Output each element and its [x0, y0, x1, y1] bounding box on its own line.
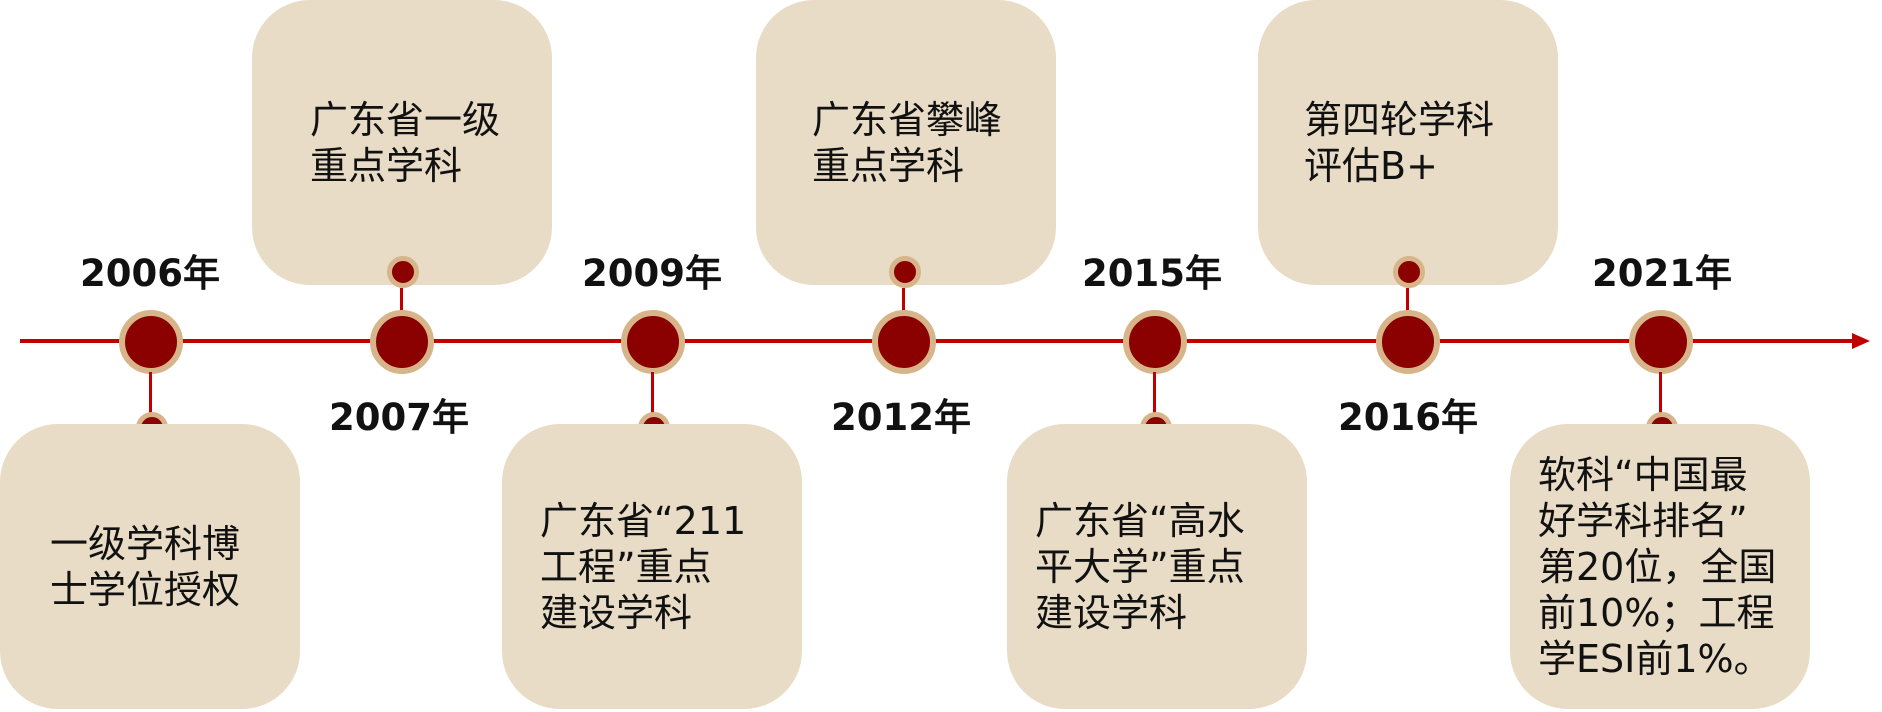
event-year-2009: 2009年 [582, 252, 722, 295]
event-card-2015: 广东省“高水 平大学”重点 建设学科 [1007, 424, 1307, 709]
timeline-arrowhead [1852, 333, 1870, 349]
event-description-2021: 软科“中国最 好学科排名” 第20位，全国 前10%；工程 学ESI前1%。 [1538, 452, 1777, 681]
timeline-axis [20, 339, 1862, 343]
event-description-2006: 一级学科博 士学位授权 [50, 521, 241, 612]
event-year-2016: 2016年 [1338, 396, 1478, 439]
event-connector-2006 [149, 372, 152, 414]
event-node-2009 [621, 310, 685, 374]
event-node-2021 [1629, 310, 1693, 374]
event-description-2007: 广东省一级 重点学科 [310, 97, 501, 188]
event-connector-2015 [1153, 372, 1156, 414]
event-year-2012: 2012年 [831, 396, 971, 439]
event-year-2015: 2015年 [1082, 252, 1222, 295]
event-card-2016: 第四轮学科 评估B+ [1258, 0, 1558, 285]
event-description-2012: 广东省攀峰 重点学科 [812, 97, 1003, 188]
event-node-2006 [119, 310, 183, 374]
event-description-2009: 广东省“211 工程”重点 建设学科 [540, 498, 747, 635]
event-connector-2021 [1659, 372, 1662, 414]
event-description-2016: 第四轮学科 评估B+ [1304, 97, 1495, 188]
event-connector-2016 [1406, 288, 1409, 312]
event-year-2021: 2021年 [1592, 252, 1732, 295]
event-node-2016 [1376, 310, 1440, 374]
event-dot-2007 [387, 256, 419, 288]
event-dot-2012 [889, 256, 921, 288]
event-node-2015 [1123, 310, 1187, 374]
event-node-2012 [872, 310, 936, 374]
event-connector-2009 [651, 372, 654, 414]
event-card-2006: 一级学科博 士学位授权 [0, 424, 300, 709]
event-card-2021: 软科“中国最 好学科排名” 第20位，全国 前10%；工程 学ESI前1%。 [1510, 424, 1810, 709]
event-card-2009: 广东省“211 工程”重点 建设学科 [502, 424, 802, 709]
event-description-2015: 广东省“高水 平大学”重点 建设学科 [1035, 498, 1245, 635]
event-year-2007: 2007年 [329, 396, 469, 439]
event-node-2007 [370, 310, 434, 374]
event-card-2012: 广东省攀峰 重点学科 [756, 0, 1056, 285]
event-year-2006: 2006年 [80, 252, 220, 295]
event-connector-2012 [902, 288, 905, 312]
event-dot-2016 [1393, 256, 1425, 288]
event-connector-2007 [400, 288, 403, 312]
event-card-2007: 广东省一级 重点学科 [252, 0, 552, 285]
